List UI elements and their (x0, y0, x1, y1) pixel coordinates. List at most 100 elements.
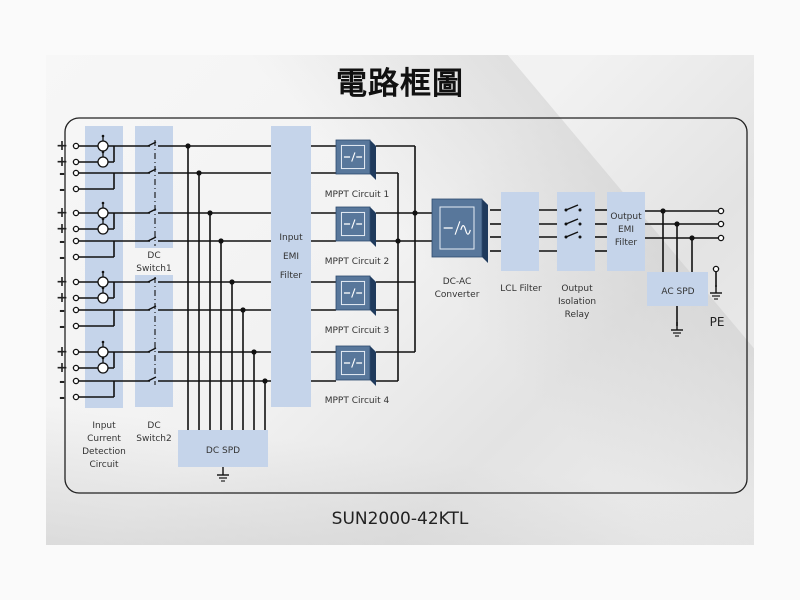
plus-sign: + (56, 360, 68, 376)
diagram-frame (64, 117, 748, 494)
mppt-circuit-label: MPPT Circuit 4 (325, 396, 390, 406)
mppt-circuit-module (335, 345, 376, 386)
terminal-icon (72, 294, 80, 302)
switch-gap (150, 171, 158, 175)
page-title: 電路框圖 (336, 66, 464, 102)
terminal-icon (717, 220, 725, 228)
current-sensor-icon (97, 134, 109, 152)
junction-dot (262, 378, 268, 384)
terminal-icon (72, 393, 80, 401)
terminal-icon (72, 209, 80, 217)
switch-gap (150, 280, 158, 284)
relay-gap (566, 207, 580, 213)
terminal-icon (72, 306, 80, 314)
ground-icon (710, 285, 722, 300)
junction-dot (412, 210, 418, 216)
terminal-icon (72, 142, 80, 150)
dc-spd-label: DC SPD (206, 446, 240, 456)
switch-gap (150, 308, 158, 312)
current-sensor-icon (97, 217, 109, 235)
plus-sign: + (56, 154, 68, 170)
minus-sign: - (59, 182, 65, 198)
dc-ac-converter-module (431, 198, 488, 263)
switch-gap (150, 239, 158, 243)
minus-sign: - (59, 250, 65, 266)
plus-sign: + (56, 274, 68, 290)
terminal-icon (72, 322, 80, 330)
minus-sign: - (59, 303, 65, 319)
plus-sign: + (56, 344, 68, 360)
junction-dot (251, 349, 257, 355)
relay-gap (566, 234, 580, 240)
junction-dot (660, 208, 666, 214)
dc-spd-block (178, 430, 268, 467)
terminal-icon (72, 278, 80, 286)
relay-switch-icon (564, 218, 582, 226)
output-emi-filter-block (607, 192, 645, 271)
junction-dot (185, 143, 191, 149)
terminal-icon (72, 364, 80, 372)
terminal-icon (72, 377, 80, 385)
switch-icon (147, 236, 157, 242)
relay-switch-icon (564, 204, 582, 212)
ac-spd-block (647, 272, 708, 306)
minus-sign: - (59, 234, 65, 250)
relay-switch-icon (564, 231, 582, 239)
current-sensor-icon (97, 286, 109, 304)
junction-dot (218, 238, 224, 244)
plus-sign: + (56, 205, 68, 221)
mppt-circuit-label: MPPT Circuit 3 (325, 326, 390, 336)
terminal-icon (72, 348, 80, 356)
mppt-circuit-module (335, 139, 376, 180)
minus-sign: - (59, 319, 65, 335)
ground-icon (217, 467, 229, 482)
terminal-icon (72, 253, 80, 261)
mppt-circuit-label: MPPT Circuit 2 (325, 257, 390, 267)
terminal-icon (712, 265, 720, 273)
junction-dot (207, 210, 213, 216)
current-sensor-icon (97, 356, 109, 374)
terminal-icon (72, 169, 80, 177)
junction-dot (240, 307, 246, 313)
input-emi-filter-block (271, 126, 311, 407)
junction-dot (674, 221, 680, 227)
switch-gap (150, 350, 158, 354)
lcl-filter-label: LCL Filter (500, 284, 542, 294)
ground-icon (671, 322, 683, 337)
minus-sign: - (59, 374, 65, 390)
ac-spd-label: AC SPD (661, 287, 694, 297)
mppt-circuit-module (335, 206, 376, 247)
terminal-icon (717, 207, 725, 215)
plus-sign: + (56, 138, 68, 154)
junction-dot (395, 238, 401, 244)
dc-switch2-block (135, 275, 173, 407)
output-isolation-relay-block (557, 192, 595, 271)
minus-sign: - (59, 390, 65, 406)
model-name: SUN2000-42KTL (331, 509, 469, 529)
terminal-icon (72, 158, 80, 166)
pe-label: PE (710, 315, 725, 329)
terminal-icon (72, 185, 80, 193)
junction-dot (689, 235, 695, 241)
switch-gap (150, 211, 158, 215)
current-sensor-icon (97, 201, 109, 219)
terminal-icon (72, 225, 80, 233)
junction-dot (229, 279, 235, 285)
plus-sign: + (56, 221, 68, 237)
junction-dot (196, 170, 202, 176)
mppt-circuit-label: MPPT Circuit 1 (325, 190, 390, 200)
current-sensor-icon (97, 150, 109, 168)
lcl-filter-block (501, 192, 539, 271)
terminal-icon (72, 237, 80, 245)
plus-sign: + (56, 290, 68, 306)
minus-sign: - (59, 166, 65, 182)
switch-gap (150, 144, 158, 148)
